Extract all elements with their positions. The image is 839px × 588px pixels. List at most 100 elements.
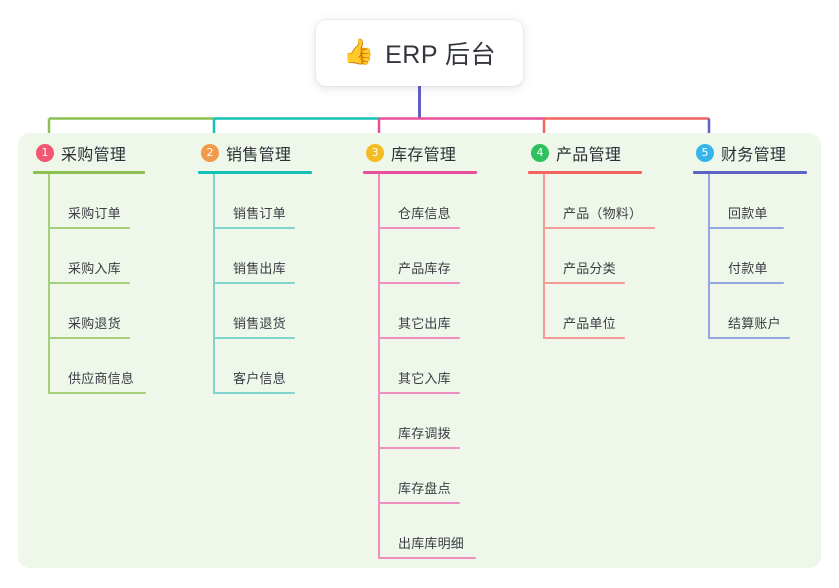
leaf-node[interactable]: 销售退货 [198, 284, 312, 339]
branch-column-2[interactable]: 2 销售管理销售订单销售出库销售退货客户信息 [198, 141, 312, 394]
thumbs-up-icon: 👍 [342, 37, 375, 66]
branch-badge-1: 1 [36, 144, 54, 162]
leaf-node[interactable]: 供应商信息 [33, 339, 146, 394]
leaf-node[interactable]: 销售出库 [198, 229, 312, 284]
leaf-label: 回款单 [728, 206, 768, 221]
branch-children-3: 仓库信息产品库存其它出库其它入库库存调拨库存盘点出库库明细 [363, 174, 477, 559]
leaf-node[interactable]: 产品单位 [528, 284, 642, 339]
leaf-label: 产品分类 [563, 261, 616, 276]
leaf-node[interactable]: 仓库信息 [363, 174, 477, 229]
diagram-canvas-panel [18, 133, 821, 568]
branch-title-5: 财务管理 [721, 147, 787, 164]
leaf-node[interactable]: 产品（物料） [528, 174, 655, 229]
leaf-label: 付款单 [728, 261, 768, 276]
leaf-label: 采购入库 [68, 261, 121, 276]
leaf-rule [378, 392, 460, 394]
leaf-rule [213, 392, 295, 394]
branch-column-1[interactable]: 1 采购管理采购订单采购入库采购退货供应商信息 [33, 141, 146, 394]
branch-column-4[interactable]: 4 产品管理产品（物料） 产品分类产品单位 [528, 141, 655, 339]
leaf-node[interactable]: 销售订单 [198, 174, 312, 229]
leaf-label: 客户信息 [233, 371, 286, 386]
branch-title-2: 销售管理 [226, 147, 292, 164]
branch-children-5: 回款单付款单结算账户 [693, 174, 807, 339]
leaf-rule [213, 227, 295, 229]
leaf-rule [378, 227, 460, 229]
leaf-rule [543, 227, 655, 229]
root-node-label: ERP 后台 [385, 41, 497, 69]
branch-column-5[interactable]: 5 财务管理回款单付款单结算账户 [693, 141, 807, 339]
branch-title-1: 采购管理 [61, 147, 127, 164]
branch-header-5[interactable]: 5 财务管理 [693, 141, 807, 165]
leaf-node[interactable]: 产品库存 [363, 229, 477, 284]
leaf-rule [48, 392, 146, 394]
leaf-node[interactable]: 采购入库 [33, 229, 145, 284]
leaf-label: 产品库存 [398, 261, 451, 276]
branch-header-rule-5 [693, 171, 807, 174]
leaf-rule [708, 282, 784, 284]
leaf-node[interactable]: 采购订单 [33, 174, 145, 229]
leaf-node[interactable]: 其它入库 [363, 339, 477, 394]
branch-children-4: 产品（物料） 产品分类产品单位 [528, 174, 655, 339]
leaf-rule [378, 282, 460, 284]
branch-spine-3 [378, 174, 380, 559]
leaf-rule [48, 282, 130, 284]
branch-spine-5 [708, 174, 710, 339]
leaf-rule [213, 282, 295, 284]
leaf-node[interactable]: 付款单 [693, 229, 807, 284]
leaf-rule [378, 557, 476, 559]
branch-header-4[interactable]: 4 产品管理 [528, 141, 642, 165]
branch-badge-4: 4 [531, 144, 549, 162]
leaf-label: 库存盘点 [398, 481, 451, 496]
branch-badge-3: 3 [366, 144, 384, 162]
leaf-node[interactable]: 出库库明细 [363, 504, 477, 559]
leaf-node[interactable]: 结算账户 [693, 284, 807, 339]
root-node[interactable]: 👍 ERP 后台 [316, 20, 523, 86]
leaf-label: 采购退货 [68, 316, 121, 331]
leaf-rule [213, 337, 295, 339]
root-node-content: 👍 ERP 后台 [343, 35, 496, 71]
leaf-label: 库存调拨 [398, 426, 451, 441]
branch-header-2[interactable]: 2 销售管理 [198, 141, 312, 165]
branch-header-rule-3 [363, 171, 477, 174]
leaf-label: 其它出库 [398, 316, 451, 331]
branch-header-3[interactable]: 3 库存管理 [363, 141, 477, 165]
branch-header-rule-1 [33, 171, 145, 174]
leaf-label: 产品（物料） [563, 206, 643, 221]
leaf-label: 仓库信息 [398, 206, 451, 221]
branch-spine-1 [48, 174, 50, 394]
leaf-rule [708, 227, 784, 229]
branch-badge-5: 5 [696, 144, 714, 162]
leaf-node[interactable]: 库存盘点 [363, 449, 477, 504]
branch-badge-2: 2 [201, 144, 219, 162]
leaf-label: 产品单位 [563, 316, 616, 331]
leaf-label: 其它入库 [398, 371, 451, 386]
leaf-rule [543, 282, 625, 284]
branch-spine-4 [543, 174, 545, 339]
branch-header-1[interactable]: 1 采购管理 [33, 141, 145, 165]
leaf-node[interactable]: 回款单 [693, 174, 807, 229]
branch-children-2: 销售订单销售出库销售退货客户信息 [198, 174, 312, 394]
branch-header-rule-2 [198, 171, 312, 174]
leaf-rule [48, 227, 130, 229]
leaf-rule [543, 337, 625, 339]
leaf-label: 出库库明细 [398, 536, 465, 551]
leaf-label: 结算账户 [728, 316, 781, 331]
leaf-rule [708, 337, 790, 339]
branch-title-4: 产品管理 [556, 147, 622, 164]
branch-children-1: 采购订单采购入库采购退货供应商信息 [33, 174, 146, 394]
branch-title-3: 库存管理 [391, 147, 457, 164]
leaf-label: 销售退货 [233, 316, 286, 331]
leaf-node[interactable]: 库存调拨 [363, 394, 477, 449]
branch-column-3[interactable]: 3 库存管理仓库信息产品库存其它出库其它入库库存调拨库存盘点出库库明细 [363, 141, 477, 559]
leaf-rule [378, 447, 460, 449]
leaf-node[interactable]: 产品分类 [528, 229, 642, 284]
leaf-label: 销售订单 [233, 206, 286, 221]
leaf-rule [378, 502, 460, 504]
leaf-node[interactable]: 其它出库 [363, 284, 477, 339]
branch-spine-2 [213, 174, 215, 394]
leaf-label: 采购订单 [68, 206, 121, 221]
leaf-label: 销售出库 [233, 261, 286, 276]
leaf-node[interactable]: 采购退货 [33, 284, 145, 339]
leaf-rule [48, 337, 130, 339]
leaf-node[interactable]: 客户信息 [198, 339, 312, 394]
